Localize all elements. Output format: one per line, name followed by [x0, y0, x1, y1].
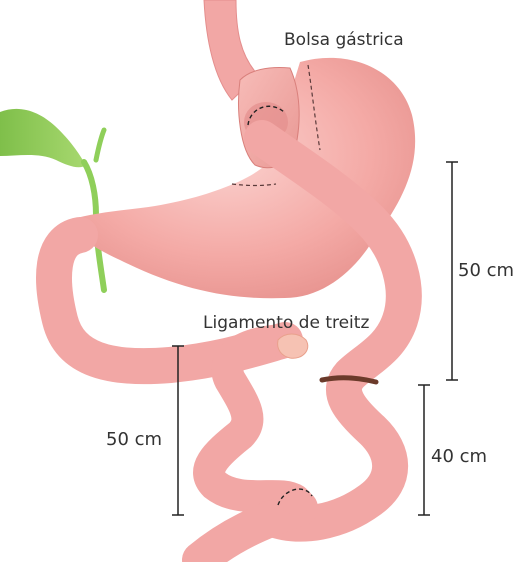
measure-alimentary [446, 162, 458, 380]
biliopancreatic-limb-length-label: 50 cm [106, 429, 162, 450]
bile-duct-branch [96, 130, 104, 160]
gallbladder [0, 109, 86, 167]
ligament-of-treitz [278, 334, 308, 358]
measure-common-channel [418, 385, 430, 515]
common-channel-length-label: 40 cm [431, 446, 487, 467]
pouch-label: Bolsa gástrica [284, 30, 404, 50]
ligament-label: Ligamento de treitz [203, 313, 369, 333]
alimentary-limb-length-label: 50 cm [458, 260, 514, 281]
